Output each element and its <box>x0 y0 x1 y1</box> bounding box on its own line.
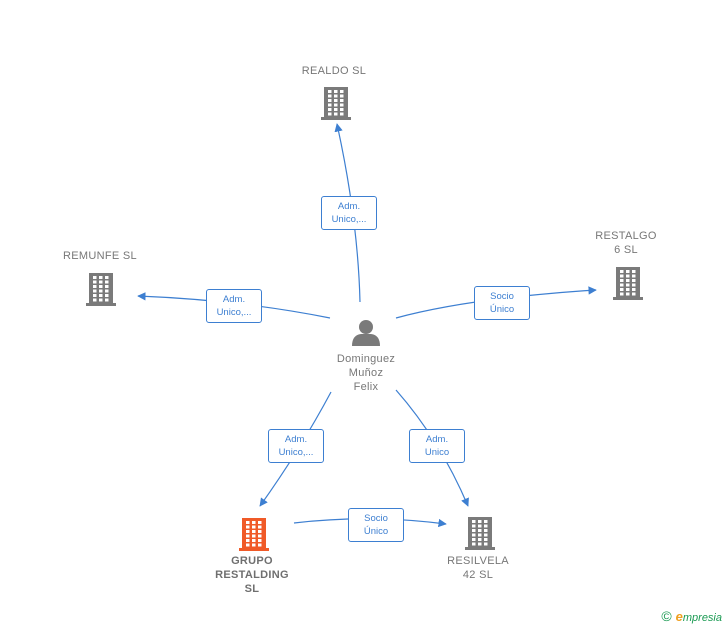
node-label-realdo[interactable]: REALDO SL <box>301 65 367 77</box>
edge-label-realdo[interactable]: Adm. Unico,... <box>321 196 377 230</box>
person-icon[interactable] <box>352 320 380 346</box>
node-label-remunfe[interactable]: REMUNFE SL <box>63 250 137 262</box>
building-icon-realdo[interactable] <box>321 87 351 120</box>
building-icon-remunfe[interactable] <box>86 273 116 306</box>
building-icon-restalgo[interactable] <box>613 267 643 300</box>
node-label-resilvela[interactable]: RESILVELA 42 SL <box>447 555 509 581</box>
brand-logo: © empresia <box>661 608 722 624</box>
node-label-person[interactable]: Dominguez Muñoz Felix <box>336 353 396 393</box>
building-icon-grupo[interactable] <box>239 518 269 551</box>
edge-label-resilvela[interactable]: Adm. Unico <box>409 429 465 463</box>
edge-label-resilvela[interactable]: Socio Único <box>348 508 404 542</box>
edge-label-grupo[interactable]: Adm. Unico,... <box>268 429 324 463</box>
node-label-grupo[interactable]: GRUPO RESTALDING SL <box>215 555 289 595</box>
node-label-restalgo[interactable]: RESTALGO 6 SL <box>595 230 657 256</box>
edge-label-remunfe[interactable]: Adm. Unico,... <box>206 289 262 323</box>
edge-label-restalgo[interactable]: Socio Único <box>474 286 530 320</box>
building-icon-resilvela[interactable] <box>465 517 495 550</box>
copyright-icon: © <box>661 608 672 624</box>
